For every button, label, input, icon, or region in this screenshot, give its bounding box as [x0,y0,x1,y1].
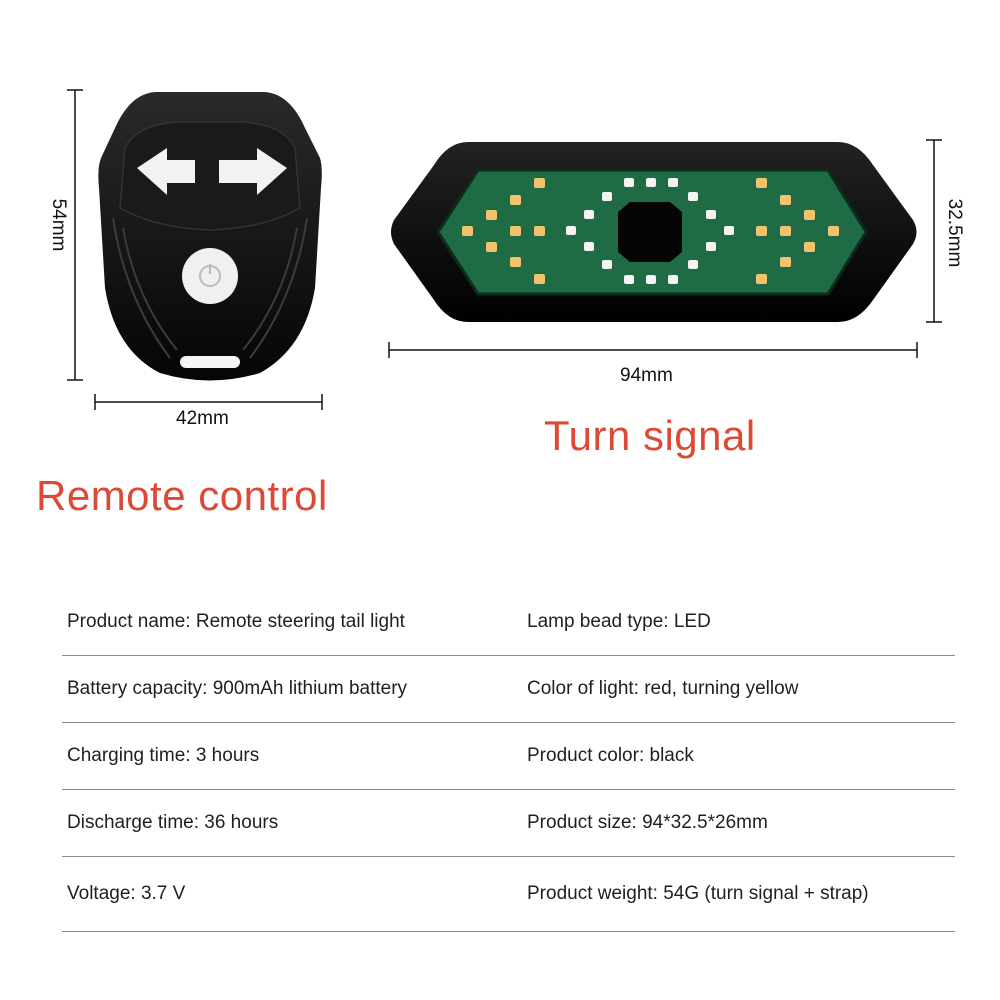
spec-left: Voltage: 3.7 V [67,883,186,904]
spec-right: Product size: 94*32.5*26mm [527,812,768,833]
spec-right: Color of light: red, turning yellow [527,678,799,699]
spec-row: Product name: Remote steering tail light… [62,588,955,656]
spec-left: Discharge time: 36 hours [67,812,279,833]
spec-row: Voltage: 3.7 V Product weight: 54G (turn… [62,857,955,932]
left-arrow-icon [137,148,195,195]
spec-right: Product color: black [527,745,694,766]
remote-width-label: 42mm [176,408,229,429]
spec-left: Battery capacity: 900mAh lithium battery [67,678,408,699]
spec-table: Product name: Remote steering tail light… [62,588,955,932]
turn-signal-title: Turn signal [544,412,756,459]
remote-dimension-lines [67,89,942,410]
turn-signal-image [391,142,917,322]
turn-signal-width-label: 94mm [620,365,673,386]
spec-left: Charging time: 3 hours [67,745,260,766]
turn-signal-height-label: 32.5mm [944,198,965,268]
remote-control-image [98,92,322,381]
remote-height-label: 54mm [48,198,69,252]
right-arrow-icon [219,148,287,195]
spec-left: Product name: Remote steering tail light [67,610,405,632]
spec-right: Product weight: 54G (turn signal + strap… [527,883,869,904]
spec-row: Battery capacity: 900mAh lithium battery… [62,656,955,723]
spec-row: Charging time: 3 hours Product color: bl… [62,723,955,790]
spec-right: Lamp bead type: LED [527,610,711,632]
remote-control-title: Remote control [36,472,328,519]
spec-row: Discharge time: 36 hours Product size: 9… [62,790,955,857]
